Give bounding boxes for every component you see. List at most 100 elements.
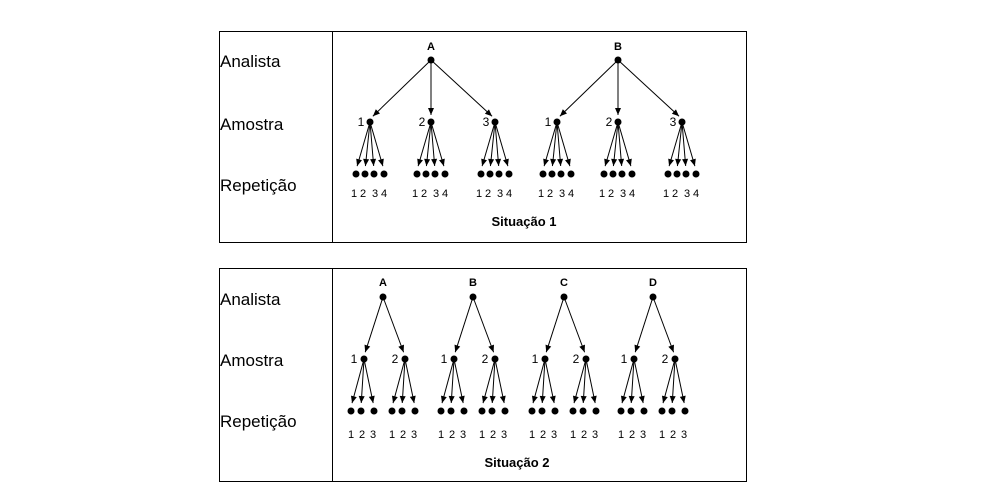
arrowhead — [675, 158, 682, 167]
branch-line — [612, 121, 619, 167]
sample-label: 1 — [532, 352, 539, 366]
branch-line — [372, 59, 432, 117]
repetition-label: 3 — [681, 429, 687, 441]
repetition-node — [548, 170, 556, 178]
repetition-label: 1 — [538, 188, 544, 200]
repetition-label: 2 — [449, 429, 455, 441]
arrowhead — [454, 344, 461, 353]
repetition-node — [431, 170, 439, 178]
repetition-label: 1 — [351, 188, 357, 200]
repetition-label: 1 — [389, 429, 395, 441]
repetition-label: 2 — [490, 429, 496, 441]
analyst-label: B — [614, 41, 622, 53]
branch-line — [634, 296, 654, 353]
arrowhead — [682, 158, 689, 167]
repetition-node — [628, 170, 636, 178]
arrowhead — [399, 395, 406, 404]
arrowhead — [549, 395, 556, 404]
arrowhead — [626, 158, 632, 167]
arrowhead — [679, 395, 686, 404]
repetition-label: 1 — [348, 429, 354, 441]
repetition-node — [411, 407, 419, 415]
repetition-label: 2 — [359, 429, 365, 441]
row-label-repetition: Repetição — [220, 176, 297, 195]
repetition-node — [640, 407, 648, 415]
branch-line — [425, 121, 432, 167]
situation-title: Situação 2 — [484, 455, 549, 470]
arrowhead — [484, 109, 493, 117]
repetition-node — [441, 170, 449, 178]
arrowhead — [572, 395, 579, 404]
repetition-label: 3 — [497, 188, 503, 200]
arrowhead — [356, 158, 362, 167]
arrowhead — [488, 158, 495, 167]
branch-line — [676, 121, 683, 167]
sample-label: 2 — [392, 352, 399, 366]
repetition-label: 3 — [551, 429, 557, 441]
repetition-label: 1 — [570, 429, 576, 441]
repetition-node — [437, 407, 445, 415]
arrowhead — [671, 109, 680, 117]
sample-label: 2 — [419, 115, 426, 129]
arrowhead — [618, 158, 625, 167]
repetition-node — [567, 170, 575, 178]
branch-line — [662, 358, 676, 404]
branch-line — [556, 121, 562, 167]
repetition-node — [398, 407, 406, 415]
repetition-node — [460, 407, 468, 415]
repetition-node — [592, 407, 600, 415]
branch-line — [652, 296, 675, 353]
repetition-label: 4 — [568, 188, 574, 200]
repetition-node — [486, 170, 494, 178]
situation-title: Situação 1 — [491, 214, 556, 229]
repetition-node — [447, 407, 455, 415]
repetition-label: 3 — [460, 429, 466, 441]
branch-line — [430, 121, 436, 167]
repetition-label: 3 — [501, 429, 507, 441]
repetition-node — [495, 170, 503, 178]
repetition-label: 2 — [672, 188, 678, 200]
repetition-label: 2 — [547, 188, 553, 200]
branch-line — [545, 296, 565, 353]
branch-line — [573, 358, 587, 404]
repetition-label: 4 — [506, 188, 512, 200]
sample-label: 3 — [483, 115, 490, 129]
branch-line — [585, 358, 596, 404]
branch-line — [681, 121, 696, 167]
arrowhead — [364, 344, 371, 353]
repetition-node — [579, 407, 587, 415]
arrowhead — [565, 158, 571, 167]
branch-line — [481, 121, 496, 167]
branch-line — [482, 358, 496, 404]
branch-line — [582, 358, 587, 404]
row-label-repetition: Repetição — [220, 412, 297, 431]
branch-line — [392, 358, 406, 404]
repetition-label: 2 — [421, 188, 427, 200]
arrowhead — [638, 395, 645, 404]
repetition-label: 4 — [381, 188, 387, 200]
repetition-node — [422, 170, 430, 178]
arrowhead — [358, 395, 365, 404]
arrowhead — [499, 395, 506, 404]
branch-line — [671, 358, 676, 404]
arrowhead — [370, 158, 377, 167]
repetition-node — [557, 170, 565, 178]
arrowhead — [611, 158, 618, 167]
arrowhead — [398, 344, 404, 353]
branch-line — [450, 358, 455, 404]
repetition-node — [627, 407, 635, 415]
branch-line — [617, 59, 680, 117]
repetition-node — [569, 407, 577, 415]
arrowhead — [690, 158, 696, 167]
branch-line — [617, 121, 632, 167]
repetition-label: 3 — [684, 188, 690, 200]
repetition-node — [380, 170, 388, 178]
branch-line — [551, 121, 558, 167]
arrowhead — [580, 395, 587, 404]
arrowhead — [590, 395, 597, 404]
arrowhead — [481, 158, 487, 167]
arrowhead — [620, 395, 627, 404]
